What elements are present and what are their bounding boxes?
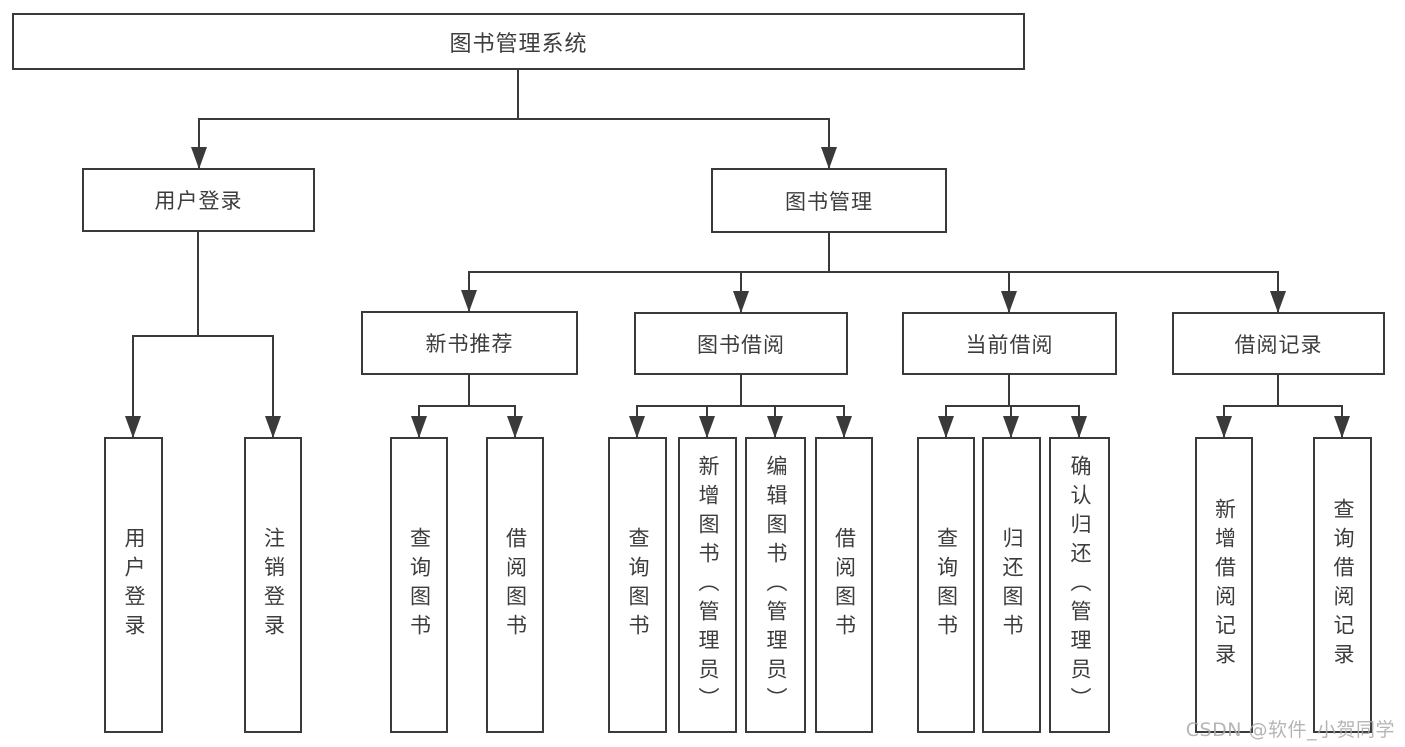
node-label: 查询图书 [626,527,651,643]
node-user-login: 用户登录 [82,168,315,232]
node-current-borrow: 当前借阅 [902,312,1117,375]
node-borrow-records: 借阅记录 [1172,312,1385,375]
node-label: 查询图书 [407,527,432,643]
node-book-management: 图书管理 [711,168,947,233]
leaf-add-borrow-record: 新增借阅记录 [1195,437,1253,733]
node-new-book-recommend: 新书推荐 [361,311,578,375]
node-label: 借阅图书 [832,527,857,643]
node-label: 新书推荐 [425,332,514,356]
leaf-logout: 注销登录 [244,437,302,733]
leaf-edit-books-admin: 编辑图书（管理员） [745,437,806,733]
node-label: 编辑图书（管理员） [764,454,789,716]
node-label: 用户登录 [154,189,243,213]
node-label: 新增图书（管理员） [696,454,721,716]
node-label: 新增借阅记录 [1212,498,1237,672]
node-root-system: 图书管理系统 [12,13,1025,70]
node-label: 确认归还（管理员） [1068,454,1093,716]
leaf-confirm-return-admin: 确认归还（管理员） [1049,437,1110,733]
leaf-return-books: 归还图书 [982,437,1041,733]
node-label: 图书借阅 [697,332,785,357]
leaf-query-books-borrow: 查询图书 [608,437,667,733]
node-label: 图书管理系统 [449,31,588,57]
node-label: 借阅图书 [503,527,528,643]
node-label: 用户登录 [122,527,147,643]
node-label: 查询图书 [934,527,959,643]
node-label: 图书管理 [785,189,873,214]
leaf-borrow-books: 借阅图书 [815,437,873,733]
node-label: 当前借阅 [965,332,1054,357]
leaf-query-books-current: 查询图书 [917,437,975,733]
leaf-query-books-recommend: 查询图书 [390,437,448,733]
csdn-watermark: CSDN @软件_小贺同学 [1185,719,1395,741]
node-label: 归还图书 [1000,527,1025,643]
leaf-borrow-books-recommend: 借阅图书 [486,437,544,733]
leaf-add-books-admin: 新增图书（管理员） [678,437,737,733]
node-book-borrow: 图书借阅 [634,312,848,375]
node-label: 借阅记录 [1234,332,1323,357]
leaf-user-login: 用户登录 [104,437,163,733]
node-label: 查询借阅记录 [1331,498,1356,672]
node-label: 注销登录 [261,527,286,643]
leaf-query-borrow-record: 查询借阅记录 [1313,437,1372,733]
